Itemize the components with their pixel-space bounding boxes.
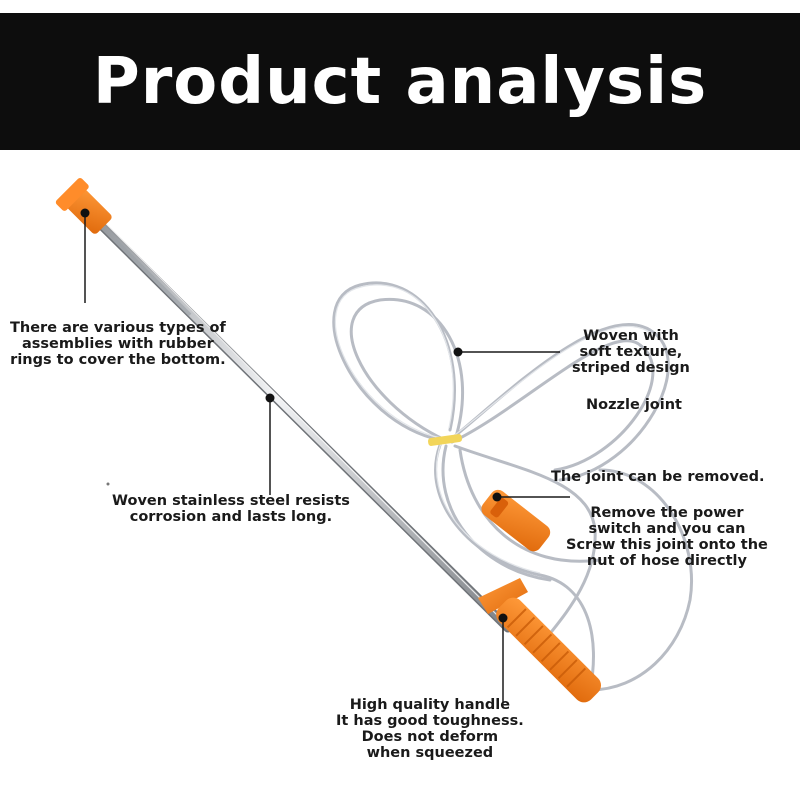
rubber-rings-label: There are various types of assemblies wi… xyxy=(10,320,226,368)
nozzle-joint-label: Nozzle joint xyxy=(586,397,682,413)
woven-texture-label: Woven with soft texture, striped design xyxy=(572,328,690,376)
removable-joint-label: The joint can be removed. xyxy=(551,469,765,485)
handle-label: High quality handle It has good toughnes… xyxy=(336,697,524,761)
hose-highlights xyxy=(334,284,650,574)
hose-tie xyxy=(427,434,463,446)
stainless-steel-label: Woven stainless steel resists corrosion … xyxy=(112,493,350,525)
title-banner: Product analysis xyxy=(0,13,800,150)
page-title: Product analysis xyxy=(92,44,708,119)
callout-dots xyxy=(80,208,508,623)
callout-lines xyxy=(84,213,570,702)
handle xyxy=(478,578,602,703)
power-switch-label: Remove the power switch and you can Scre… xyxy=(566,505,768,569)
nozzle-joint xyxy=(481,489,551,552)
steel-rod xyxy=(81,205,513,633)
hose xyxy=(332,281,693,692)
